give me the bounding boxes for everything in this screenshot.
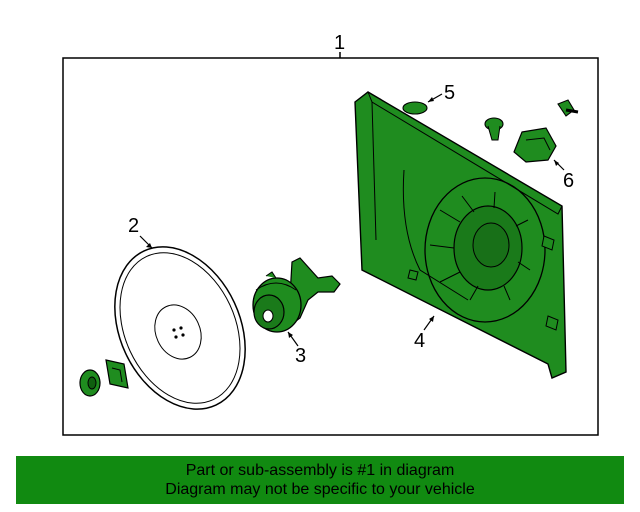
fan-blade-part[interactable] <box>90 226 271 431</box>
arrow-4 <box>429 316 434 322</box>
arrow-5 <box>428 97 434 102</box>
fan-motor-part[interactable] <box>252 257 341 333</box>
fan-resistor-part[interactable] <box>513 127 557 163</box>
bolt-part[interactable] <box>557 99 579 117</box>
callout-6[interactable]: 6 <box>563 170 574 192</box>
banner-line-2: Diagram may not be specific to your vehi… <box>165 481 475 498</box>
info-banner: Part or sub-assembly is #1 in diagram Di… <box>16 456 624 504</box>
fan-shroud-part[interactable] <box>354 91 567 379</box>
callout-2[interactable]: 2 <box>128 215 139 237</box>
arrow-6 <box>554 160 559 166</box>
fan-clip-part[interactable] <box>105 359 129 389</box>
arrow-2 <box>146 243 152 248</box>
parts-diagram: 1 2 3 <box>62 32 599 436</box>
callout-3[interactable]: 3 <box>295 345 306 367</box>
callout-5[interactable]: 5 <box>444 82 455 104</box>
callout-1[interactable]: 1 <box>334 32 345 54</box>
fan-nut-part[interactable] <box>79 369 101 397</box>
callout-4[interactable]: 4 <box>414 330 425 352</box>
assembly-frame <box>62 57 599 436</box>
push-pin-clip-part[interactable] <box>484 117 504 141</box>
arrow-3 <box>288 332 293 338</box>
banner-line-1: Part or sub-assembly is #1 in diagram <box>185 462 455 479</box>
